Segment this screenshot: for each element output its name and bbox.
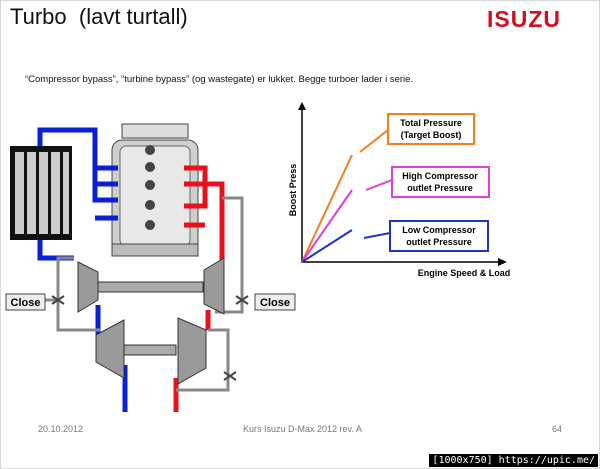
hp-turbo xyxy=(77,257,225,315)
svg-text:Low Compressor: Low Compressor xyxy=(402,225,476,235)
valve-bottom xyxy=(223,371,237,381)
low-compressor-callout: Low Compressor outlet Pressure xyxy=(363,220,489,252)
svg-text:Close: Close xyxy=(11,297,41,309)
close-label-right: Close xyxy=(254,293,296,311)
high-compressor-line xyxy=(301,189,353,263)
valve-right xyxy=(235,295,249,305)
engine-block xyxy=(111,123,199,257)
slide-subtitle: “Compressor bypass”, “turbine bypass” (o… xyxy=(25,74,414,85)
pressure-chart: Boost Press Engine Speed & Load Total Pr… xyxy=(288,102,510,278)
footer-date: 20.10.2012 xyxy=(38,424,84,434)
valve-left xyxy=(51,295,65,305)
y-axis-label: Boost Press xyxy=(288,164,298,217)
intercooler xyxy=(10,146,72,240)
svg-text:High Compressor: High Compressor xyxy=(402,171,478,181)
footer-course: Kurs Isuzu D-Max 2012 rev. A xyxy=(243,424,362,434)
svg-text:Total Pressure: Total Pressure xyxy=(400,118,462,128)
svg-text:outlet Pressure: outlet Pressure xyxy=(406,237,472,247)
lp-turbo xyxy=(95,317,207,385)
svg-text:Close: Close xyxy=(260,297,290,309)
high-compressor-callout: High Compressor outlet Pressure xyxy=(365,166,490,198)
total-pressure-callout: Total Pressure (Target Boost) xyxy=(359,113,475,153)
low-compressor-line xyxy=(301,229,353,263)
close-label-left: Close xyxy=(5,293,46,311)
x-axis-label: Engine Speed & Load xyxy=(418,268,511,278)
isuzu-logo: ISUZU xyxy=(487,6,561,32)
svg-text:(Target Boost): (Target Boost) xyxy=(401,130,462,140)
footer-page: 64 xyxy=(552,424,563,434)
svg-text:outlet Pressure: outlet Pressure xyxy=(407,183,473,193)
watermark: [1000x750] https://upic.me/ xyxy=(429,454,598,467)
slide-title: Turbo (lavt turtall) xyxy=(10,4,188,29)
total-pressure-line xyxy=(301,154,353,263)
